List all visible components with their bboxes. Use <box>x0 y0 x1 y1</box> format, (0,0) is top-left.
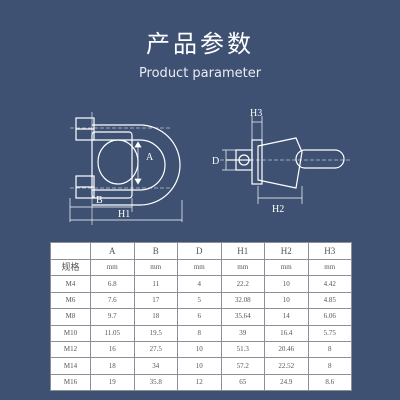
dimension-a <box>134 141 142 185</box>
table-row: M4 6.8 11 4 22.2 10 4.42 <box>50 275 352 293</box>
table-cell: 27.5 <box>133 340 178 359</box>
table-row: M10 11.05 19.5 8 39 16.4 5.75 <box>50 324 352 342</box>
dimension-b <box>69 198 133 212</box>
table-cell: 22.2 <box>220 275 265 293</box>
table-cell: 11.05 <box>90 324 135 342</box>
column-header: H3 <box>307 242 352 260</box>
table-row: M16 19 35.8 12 65 24.9 8.6 <box>50 373 352 392</box>
table-cell: 8 <box>307 357 352 375</box>
table-cell: M14 <box>50 357 91 375</box>
table-cell: 4 <box>177 275 222 293</box>
table-cell: 16 <box>90 340 135 359</box>
table-cell: 4.85 <box>307 291 352 310</box>
table-cell: M10 <box>50 324 91 342</box>
table-cell: 6.8 <box>90 275 135 293</box>
label-h2: H2 <box>272 204 284 215</box>
table-cell: 10 <box>264 291 309 310</box>
side-view-drawing <box>220 137 350 189</box>
dimension-h1 <box>69 200 183 222</box>
page-title: 产品参数 <box>146 30 254 58</box>
table-cell: 8.6 <box>307 373 352 392</box>
table-cell: M8 <box>50 308 91 326</box>
table-cell: 32.08 <box>220 291 265 310</box>
table-cell: 12 <box>177 373 222 392</box>
product-diagram: A B H1 H3 D <box>69 108 350 225</box>
table-cell: mm <box>307 258 352 277</box>
label-b: B <box>96 195 103 206</box>
table-cell: 51.3 <box>220 340 265 359</box>
dimension-h2 <box>257 186 303 204</box>
table-cell: 规格 <box>50 258 91 277</box>
table-cell: 10 <box>264 275 309 293</box>
table-cell: M4 <box>50 275 91 293</box>
table-cell: mm <box>264 258 309 277</box>
table-cell: 11 <box>133 275 178 293</box>
dimension-h3 <box>251 116 263 140</box>
table-cell: 65 <box>220 373 265 392</box>
table-cell: mm <box>133 258 178 277</box>
table-cell: 10 <box>177 340 222 359</box>
table-cell: 22.52 <box>264 357 309 375</box>
table-row: M12 16 27.5 10 51.3 20.46 8 <box>50 340 352 359</box>
units-row: 规格 mm mm mm mm mm mm <box>50 258 352 277</box>
dimension-d <box>222 149 236 171</box>
table-cell: 35.64 <box>220 308 265 326</box>
table-cell: 19 <box>90 373 135 392</box>
table-cell: 20.46 <box>264 340 309 359</box>
column-header <box>50 242 91 260</box>
label-h1: H1 <box>118 209 130 220</box>
table-cell: 4.42 <box>307 275 352 293</box>
table-cell: 39 <box>220 324 265 342</box>
column-header: B <box>133 242 178 260</box>
table-cell: 6.06 <box>307 308 352 326</box>
table-cell: mm <box>177 258 222 277</box>
table-row: M14 18 34 10 57.2 22.52 8 <box>50 357 352 375</box>
label-a: A <box>146 152 154 163</box>
table-header-row: A B D H1 H2 H3 <box>50 242 352 260</box>
table-cell: 8 <box>307 340 352 359</box>
table-cell: 7.6 <box>90 291 135 310</box>
table-cell: 6 <box>177 308 222 326</box>
table-cell: 35.8 <box>133 373 178 392</box>
table-cell: M16 <box>50 373 91 392</box>
table-cell: 8 <box>177 324 222 342</box>
table-cell: M6 <box>50 291 91 310</box>
label-h3: H3 <box>250 108 262 119</box>
table-cell: 10 <box>177 357 222 375</box>
table-cell: 9.7 <box>90 308 135 326</box>
table-cell: 18 <box>90 357 135 375</box>
column-header: H1 <box>220 242 265 260</box>
parameter-table: A B D H1 H2 H3 规格 mm mm mm mm mm mm M4 6… <box>50 242 352 392</box>
table-cell: 19.5 <box>133 324 178 342</box>
column-header: D <box>177 242 222 260</box>
table-cell: 18 <box>133 308 178 326</box>
table-cell: 5 <box>177 291 222 310</box>
table-cell: 24.9 <box>264 373 309 392</box>
column-header: A <box>90 242 135 260</box>
table-cell: mm <box>220 258 265 277</box>
table-cell: 17 <box>133 291 178 310</box>
table-cell: 34 <box>133 357 178 375</box>
table-cell: 5.75 <box>307 324 352 342</box>
table-cell: 57.2 <box>220 357 265 375</box>
table-cell: 14 <box>264 308 309 326</box>
table-cell: mm <box>90 258 135 277</box>
table-cell: 16.4 <box>264 324 309 342</box>
table-row: M6 7.6 17 5 32.08 10 4.85 <box>50 291 352 310</box>
table-row: M8 9.7 18 6 35.64 14 6.06 <box>50 308 352 326</box>
front-view-drawing <box>70 112 181 225</box>
page-subtitle: Product parameter <box>138 66 262 81</box>
label-d: D <box>212 156 219 167</box>
table-cell: M12 <box>50 340 91 359</box>
column-header: H2 <box>264 242 309 260</box>
